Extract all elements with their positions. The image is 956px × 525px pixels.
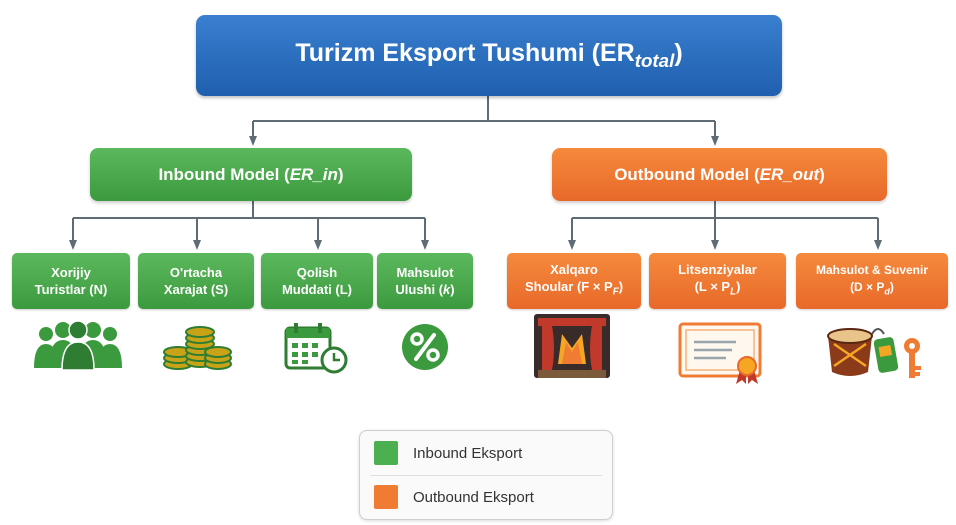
inbound-model-node: Inbound Model (ER_in) <box>90 148 412 201</box>
calendar-clock-icon <box>284 323 348 374</box>
people-icon <box>34 320 122 371</box>
souvenir-icon <box>827 328 921 378</box>
legend-divider <box>370 475 602 476</box>
outbound-leaf-licenses: Litsenziyalar(L × PL) <box>649 253 786 309</box>
legend-label-inbound: Inbound Eksport <box>413 444 523 462</box>
root-node: Turizm Eksport Tushumi (ERtotal) <box>196 15 782 96</box>
coins-icon <box>163 326 232 370</box>
percent-icon <box>402 324 448 370</box>
certificate-icon <box>678 322 762 384</box>
legend-item-inbound: Inbound Eksport <box>374 441 522 465</box>
root-title: Turizm Eksport Tushumi (ERtotal) <box>295 39 683 71</box>
legend-swatch-inbound <box>374 441 398 465</box>
legend-swatch-outbound <box>374 485 398 509</box>
outbound-model-title: Outbound Model (ER_out) <box>614 164 825 184</box>
stage-icon <box>534 314 610 378</box>
legend-item-outbound: Outbound Eksport <box>374 485 534 509</box>
legend-label-outbound: Outbound Eksport <box>413 488 534 506</box>
outbound-model-node: Outbound Model (ER_out) <box>552 148 887 201</box>
legend: Inbound Eksport Outbound Eksport <box>359 430 613 520</box>
outbound-leaf-souvenirs: Mahsulot & Suvenir(D × Pd) <box>796 253 948 309</box>
inbound-model-title: Inbound Model (ER_in) <box>158 164 344 184</box>
